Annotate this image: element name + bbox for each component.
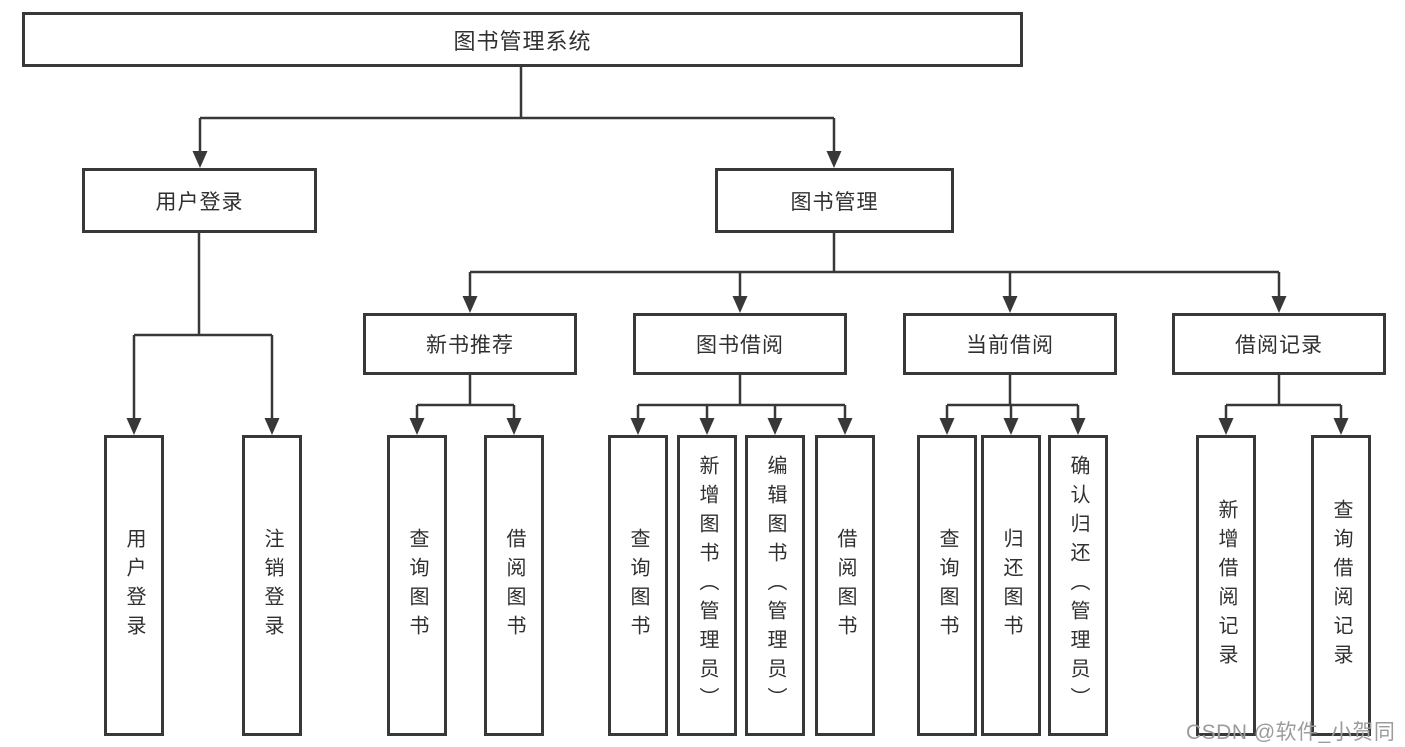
leaf-borrow-borrow-books: 借阅图书 [815,435,875,736]
leaf-logout-label: 注销登录 [261,527,283,644]
node-library-management-system: 图书管理系统 [22,12,1023,67]
node-borrow-records-label: 借阅记录 [1235,334,1323,357]
leaf-borrow-search-books: 查询图书 [608,435,668,736]
node-user-login-label: 用户登录 [155,190,244,214]
leaf-newrec-search-books-label: 查询图书 [406,527,428,644]
node-book-management-label: 图书管理 [790,190,879,214]
node-current-borrow-label: 当前借阅 [966,334,1054,357]
node-book-management: 图书管理 [715,168,954,233]
leaf-records-add-label: 新增借阅记录 [1215,498,1237,673]
leaf-records-search-label: 查询借阅记录 [1330,498,1352,673]
node-new-book-recommend: 新书推荐 [363,313,577,375]
leaf-user-login: 用户登录 [104,435,164,736]
csdn-watermark: CSDN @软件_小贺同学 [1186,721,1396,744]
leaf-newrec-borrow-books: 借阅图书 [484,435,544,736]
leaf-borrow-search-books-label: 查询图书 [627,527,649,644]
leaf-current-return-books-label: 归还图书 [1000,527,1022,644]
leaf-borrow-add-books-label: 新增图书（管理员） [696,455,718,716]
leaf-current-confirm-return: 确认归还（管理员） [1048,435,1108,736]
node-borrow-records: 借阅记录 [1172,313,1386,375]
leaf-borrow-borrow-books-label: 借阅图书 [834,527,856,644]
leaf-borrow-edit-books: 编辑图书（管理员） [745,435,805,736]
leaf-current-search-books-label: 查询图书 [936,527,958,644]
node-book-borrow-label: 图书借阅 [696,334,784,357]
leaf-borrow-edit-books-label: 编辑图书（管理员） [764,455,786,716]
leaf-newrec-borrow-books-label: 借阅图书 [503,527,525,644]
leaf-logout: 注销登录 [242,435,302,736]
leaf-borrow-add-books: 新增图书（管理员） [677,435,737,736]
node-library-management-system-label: 图书管理系统 [453,28,592,54]
leaf-current-confirm-return-label: 确认归还（管理员） [1067,455,1089,716]
leaf-user-login-label: 用户登录 [123,527,145,644]
leaf-current-search-books: 查询图书 [917,435,977,736]
node-new-book-recommend-label: 新书推荐 [426,334,514,357]
leaf-newrec-search-books: 查询图书 [387,435,447,736]
tree-edges [132,67,1343,420]
node-user-login: 用户登录 [82,168,317,233]
node-book-borrow: 图书借阅 [633,313,847,375]
leaf-records-search: 查询借阅记录 [1311,435,1371,736]
node-current-borrow: 当前借阅 [903,313,1117,375]
arrowheads [126,151,1349,435]
leaf-records-add: 新增借阅记录 [1196,435,1256,736]
leaf-current-return-books: 归还图书 [981,435,1041,736]
